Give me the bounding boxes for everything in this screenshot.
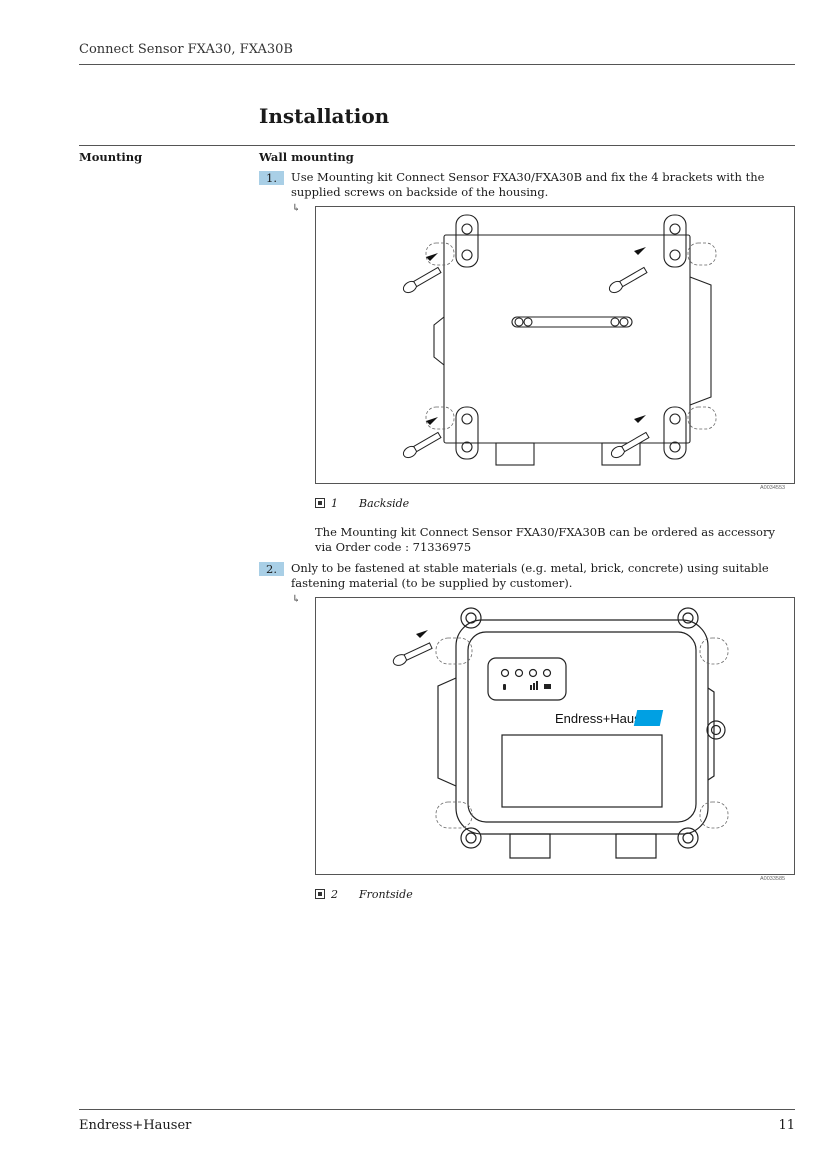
backside-drawing: A0034553 — [402, 214, 717, 466]
frontside-drawing: Endress+Hauser — [392, 607, 729, 859]
figure-number: 2 — [331, 888, 338, 901]
figure-icon — [315, 498, 325, 508]
step-text: Use Mounting kit Connect Sensor FXA30/FX… — [291, 170, 765, 199]
figure-number: 1 — [331, 497, 338, 510]
section-title: Installation — [259, 104, 390, 128]
figure-backside: A0034553 — [315, 206, 795, 484]
side-label: Mounting — [79, 150, 143, 164]
figure-icon — [315, 889, 325, 899]
subsection-title: Wall mounting — [259, 150, 354, 164]
step-number: 2. — [259, 562, 284, 576]
figure-caption: 2 Frontside — [315, 888, 413, 901]
figure-caption-text: Frontside — [359, 888, 413, 901]
figure-code-label: A0034553 — [760, 485, 786, 491]
header-rule — [79, 64, 795, 65]
figure-caption: 1 Backside — [315, 497, 409, 510]
running-header: Connect Sensor FXA30, FXA30B — [79, 42, 293, 57]
brand-label: Endress+Hauser — [555, 711, 653, 726]
result-arrow-icon: ↳ — [292, 594, 301, 605]
order-code-note: The Mounting kit Connect Sensor FXA30/FX… — [315, 525, 775, 554]
section-rule — [79, 145, 795, 146]
figure-caption-text: Backside — [359, 497, 410, 510]
figure-frontside: Endress+Hauser — [315, 597, 795, 875]
step-text: Only to be fastened at stable materials … — [291, 561, 769, 590]
eh-logo — [633, 710, 664, 726]
page-number: 11 — [778, 1118, 795, 1133]
footer-rule — [79, 1109, 795, 1110]
result-arrow-icon: ↳ — [292, 203, 301, 214]
figure-code-label: A0033585 — [760, 876, 786, 882]
footer-brand: Endress+Hauser — [79, 1118, 192, 1133]
step-number: 1. — [259, 171, 284, 185]
